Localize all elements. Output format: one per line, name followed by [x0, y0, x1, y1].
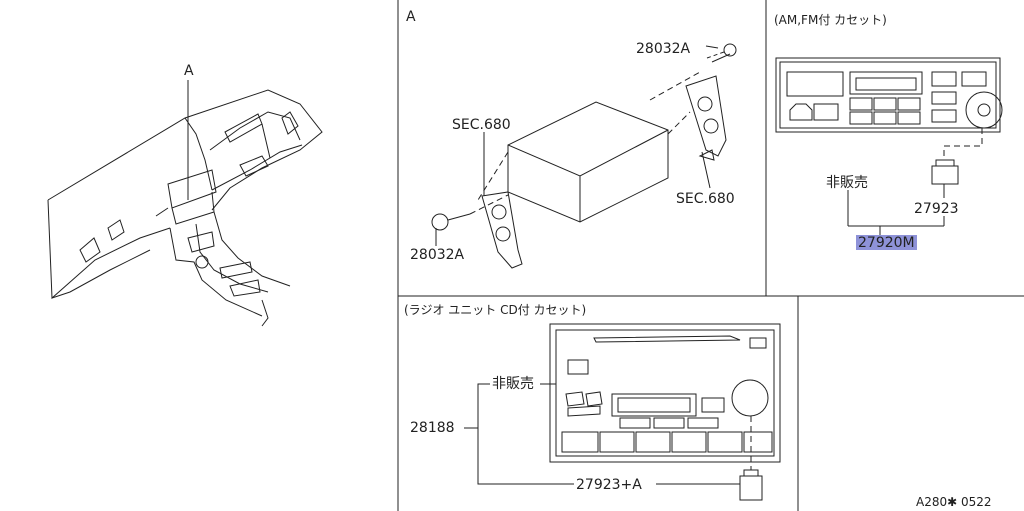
am-fm-radio-drawing [775, 57, 1003, 236]
diagram-code: A280✱ 0522 [916, 495, 992, 509]
callout-sec-right: SEC.680 [676, 191, 735, 207]
callout-sec-left: SEC.680 [452, 117, 511, 133]
cd-knob-part-number: 27923+A [576, 477, 642, 493]
cd-unit-part-number: 28188 [410, 420, 455, 436]
callout-bolt-top: 28032A [636, 41, 691, 57]
am-fm-radio-part-number[interactable]: 27920M [856, 235, 917, 251]
am-fm-knob-part-number: 27923 [914, 201, 959, 217]
dashboard-overview-drawing [47, 80, 323, 327]
cd-unit-drawing [464, 323, 781, 501]
cd-not-for-sale-label: 非販売 [492, 376, 534, 392]
callout-bolt-bottom: 28032A [410, 247, 465, 263]
am-fm-panel-title: (AM,FM付 カセット) [774, 13, 887, 27]
cd-panel-title: (ラジオ ユニット CD付 カセット) [404, 303, 587, 317]
panel-dividers [397, 0, 1024, 511]
panel-a-title: A [406, 9, 416, 25]
am-fm-not-for-sale-label: 非販売 [826, 175, 868, 191]
overview-view-ref: A [184, 63, 194, 79]
panel-a-drawing [431, 43, 737, 269]
